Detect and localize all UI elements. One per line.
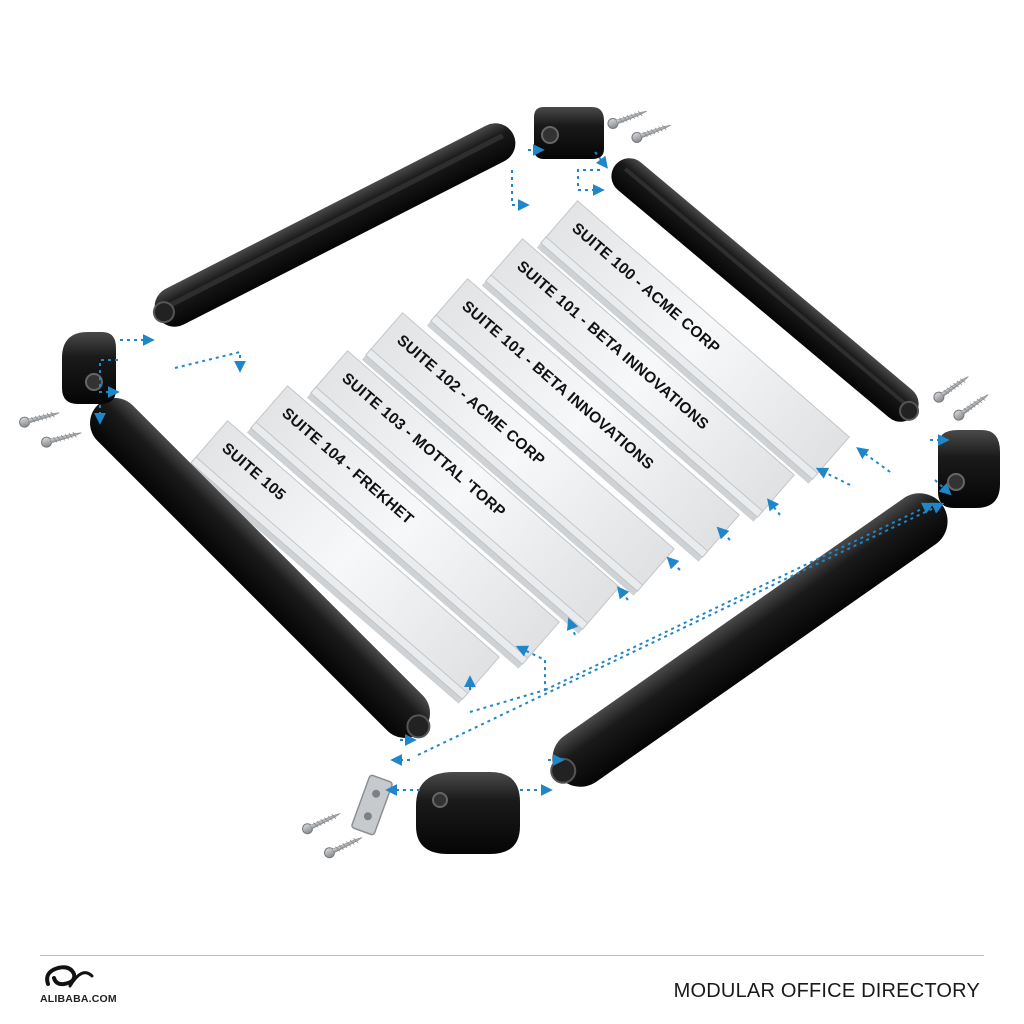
dotted-arrow-icon	[566, 617, 579, 636]
dotted-arrow-icon	[577, 169, 605, 196]
screw-icon	[933, 376, 969, 403]
assembly-arrows	[94, 144, 952, 796]
dotted-arrow-icon	[511, 170, 530, 211]
dotted-arrow-icon	[856, 447, 891, 473]
dotted-arrow-icon	[617, 586, 630, 601]
frame-rail-top-left	[152, 123, 516, 327]
dotted-arrow-icon	[594, 151, 608, 169]
dotted-arrow-icon	[934, 479, 952, 496]
dotted-arrow-icon	[544, 502, 935, 691]
screw-icon	[631, 124, 671, 143]
directory-plate: SUITE 100 - ACME CORP	[536, 200, 850, 484]
corner-piece-top	[534, 107, 604, 159]
dotted-arrow-icon	[417, 502, 945, 756]
directory-plate: SUITE 102 - ACME CORP	[361, 312, 675, 596]
footer-title: MODULAR OFFICE DIRECTORY	[673, 980, 980, 1002]
corner-piece-right	[938, 430, 1000, 508]
mounting-bracket	[351, 774, 393, 836]
directory-plate: SUITE 104 - FREKHET	[246, 385, 560, 669]
dotted-arrow-icon	[666, 556, 681, 571]
corner-piece-bottom	[416, 772, 520, 854]
dotted-arrow-icon	[716, 526, 731, 541]
screw-icon	[41, 431, 82, 448]
dotted-arrow-icon	[815, 467, 851, 486]
screw-icon	[19, 411, 60, 428]
screw-icon	[953, 394, 989, 421]
alibaba-logo: ALIBABA.COM	[40, 962, 160, 1012]
footer-divider	[40, 955, 984, 956]
screw-icon	[301, 813, 341, 835]
dotted-arrow-icon	[174, 350, 246, 373]
corner-piece-left	[62, 332, 116, 404]
directory-plate: SUITE 105	[186, 420, 500, 704]
dotted-arrow-icon	[469, 645, 546, 713]
screw-icon	[607, 110, 647, 129]
dotted-arrow-icon	[767, 498, 781, 516]
dotted-arrow-icon	[99, 359, 120, 398]
alibaba-logo-icon	[45, 965, 94, 988]
frame-rail-top-right	[611, 158, 920, 422]
screw-icon	[323, 837, 363, 859]
screws	[19, 110, 989, 859]
logo-text: ALIBABA.COM	[40, 993, 117, 1005]
